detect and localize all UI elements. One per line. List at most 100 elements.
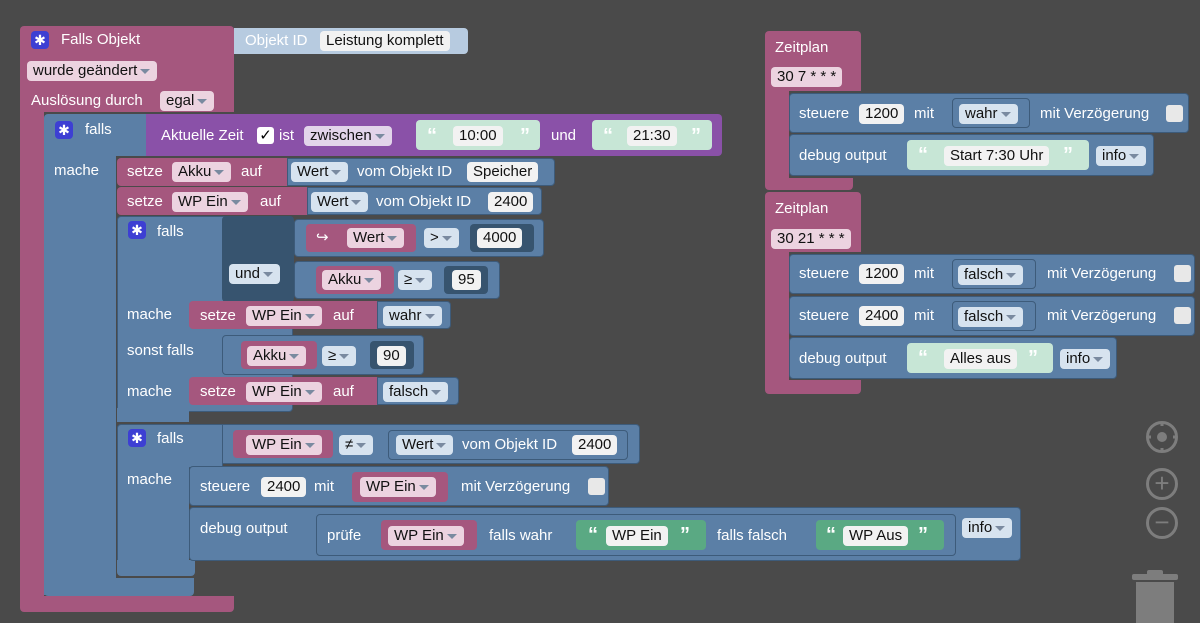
sched1-title: Zeitplan <box>775 39 829 56</box>
set2-obj-field[interactable]: 2400 <box>488 192 534 212</box>
quote-open-icon: “ <box>918 144 928 166</box>
sched2-level-dropdown[interactable]: info <box>1060 349 1111 369</box>
logic-and-block[interactable] <box>222 216 294 302</box>
time-mode-dropdown[interactable]: zwischen <box>304 126 392 146</box>
if3-delay: mit Verzögerung <box>461 478 571 495</box>
c1-val-field[interactable]: 4000 <box>477 228 523 248</box>
sched2-val1-dropdown[interactable]: falsch <box>958 265 1024 285</box>
schedule-2-side <box>765 250 789 384</box>
c2-val-field[interactable]: 95 <box>452 270 481 290</box>
trigger-dropdown[interactable]: egal <box>160 91 215 111</box>
if3-falls-wahr: falls wahr <box>489 527 553 544</box>
seta-val-dropdown[interactable]: wahr <box>383 306 442 326</box>
set2-wert-dropdown[interactable]: Wert <box>311 192 369 212</box>
if3-steuere: steuere <box>200 478 251 495</box>
c2-op-dropdown[interactable]: ≥ <box>398 270 433 290</box>
gear-icon[interactable]: ✱ <box>128 429 146 447</box>
if3-delay-checkbox[interactable] <box>588 478 605 495</box>
trigger-title: Falls Objekt <box>61 31 141 48</box>
set2-var-dropdown[interactable]: WP Ein <box>172 192 248 212</box>
schedule-1-side <box>765 88 789 184</box>
quote-open-icon: “ <box>826 524 836 546</box>
crosshair-icon[interactable] <box>1146 421 1178 453</box>
if3-falsch-text[interactable]: WP Aus <box>843 526 909 546</box>
quote-open-icon: “ <box>918 347 928 369</box>
setb-val-dropdown[interactable]: falsch <box>383 382 449 402</box>
if3-level-dropdown[interactable]: info <box>962 518 1013 538</box>
sched2-title: Zeitplan <box>775 200 829 217</box>
sched2-delay2-checkbox[interactable] <box>1174 307 1191 324</box>
if3-vom: vom Objekt ID <box>462 436 558 453</box>
sched1-text[interactable]: Start 7:30 Uhr <box>944 146 1050 166</box>
if3-falls-falsch: falls falsch <box>717 527 788 544</box>
sched2-steuere1: steuere <box>799 265 850 282</box>
zoom-in-icon[interactable]: + <box>1146 468 1178 500</box>
c1-op-dropdown[interactable]: > <box>424 228 459 248</box>
sched1-delay: mit Verzögerung <box>1040 105 1150 122</box>
if2-mache1: mache <box>127 306 173 323</box>
if3-pruefe-var[interactable]: WP Ein <box>388 526 464 546</box>
set1-wert-dropdown[interactable]: Wert <box>291 162 349 182</box>
time-to-field[interactable]: 21:30 <box>627 126 677 146</box>
if3-falls: falls <box>157 430 184 447</box>
c3-val-field[interactable]: 90 <box>377 346 406 366</box>
c3-var-dropdown[interactable]: Akku <box>247 346 307 366</box>
sched2-val2-dropdown[interactable]: falsch <box>958 307 1024 327</box>
sched2-id1[interactable]: 1200 <box>859 264 905 284</box>
sched1-cron[interactable]: 30 7 * * * <box>771 67 843 87</box>
quote-close-icon: ” <box>918 524 928 546</box>
if3-steuere-id[interactable]: 2400 <box>261 477 307 497</box>
time-label: Aktuelle Zeit <box>161 127 244 144</box>
c1-var-dropdown[interactable]: Wert <box>347 228 405 248</box>
if-block-3-side <box>117 466 189 570</box>
sched1-delay-checkbox[interactable] <box>1166 105 1183 122</box>
if2-sonst: sonst falls <box>127 342 194 359</box>
sched1-steuere: steuere <box>799 105 850 122</box>
zoom-out-icon[interactable]: − <box>1146 507 1178 539</box>
sched2-cron[interactable]: 30 21 * * * <box>771 229 851 249</box>
condition-dropdown[interactable]: wurde geändert <box>27 61 158 81</box>
sched1-id[interactable]: 1200 <box>859 104 905 124</box>
if3-obj-field[interactable]: 2400 <box>572 435 618 455</box>
sched2-text[interactable]: Alles aus <box>944 349 1017 369</box>
seta-var-dropdown[interactable]: WP Ein <box>246 306 322 326</box>
set2-vom: vom Objekt ID <box>376 193 472 210</box>
sched2-id2[interactable]: 2400 <box>859 306 905 326</box>
sched2-delay1-checkbox[interactable] <box>1174 265 1191 282</box>
if3-wert-dropdown[interactable]: Wert <box>396 435 454 455</box>
sched2-delay2: mit Verzögerung <box>1047 307 1157 324</box>
quote-open-icon: “ <box>427 125 437 147</box>
c3-op-dropdown[interactable]: ≥ <box>322 346 357 366</box>
if3-op-dropdown[interactable]: ≠ <box>339 435 374 455</box>
if-block-1-side <box>44 155 116 595</box>
time-checkbox[interactable]: ✓ <box>257 127 274 144</box>
set1-var-dropdown[interactable]: Akku <box>172 162 232 182</box>
seta-auf: auf <box>333 307 354 324</box>
if2-falls: falls <box>157 223 184 240</box>
if3-var-dropdown[interactable]: WP Ein <box>246 435 322 455</box>
trash-icon[interactable] <box>1132 570 1178 623</box>
if3-wahr-text[interactable]: WP Ein <box>606 526 668 546</box>
if3-steuere-var[interactable]: WP Ein <box>360 477 436 497</box>
time-from-field[interactable]: 10:00 <box>453 126 503 146</box>
sched2-steuere2: steuere <box>799 307 850 324</box>
set1-obj-field[interactable]: Speicher <box>467 162 539 182</box>
gear-icon[interactable]: ✱ <box>55 121 73 139</box>
setb-auf: auf <box>333 383 354 400</box>
gear-icon[interactable]: ✱ <box>31 31 49 49</box>
object-id-field[interactable]: Leistung komplett <box>320 31 450 51</box>
quote-close-icon: ” <box>1063 144 1073 166</box>
sched1-level-dropdown[interactable]: info <box>1096 146 1147 166</box>
c2-var-dropdown[interactable]: Akku <box>322 270 382 290</box>
if2-mache2: mache <box>127 383 173 400</box>
sched2-mit2: mit <box>914 307 934 324</box>
sched1-val-dropdown[interactable]: wahr <box>959 104 1018 124</box>
setb-setze: setze <box>200 383 236 400</box>
sched1-mit: mit <box>914 105 934 122</box>
trigger-block-side <box>20 110 44 600</box>
logic-dropdown[interactable]: und <box>229 264 281 284</box>
if3-mache: mache <box>127 471 173 488</box>
if3-pruefe: prüfe <box>327 527 362 544</box>
setb-var-dropdown[interactable]: WP Ein <box>246 382 322 402</box>
gear-icon[interactable]: ✱ <box>128 221 146 239</box>
